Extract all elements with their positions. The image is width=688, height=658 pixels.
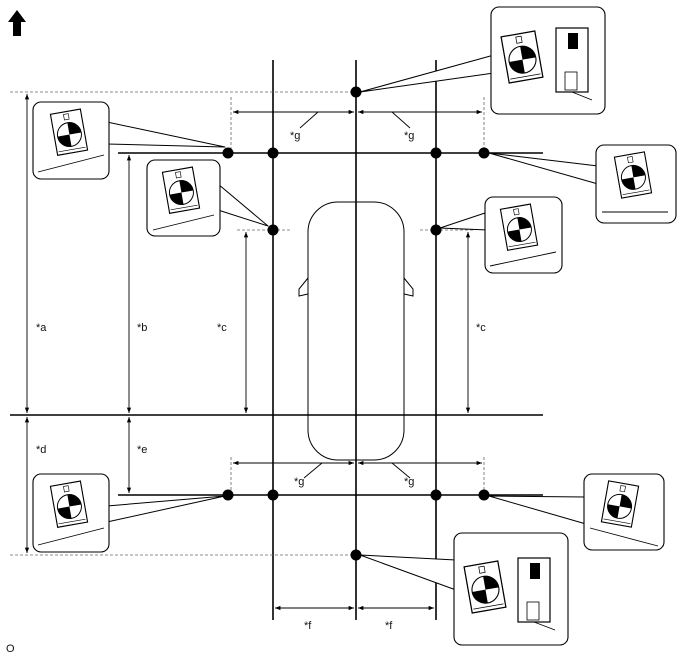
dot-rear-center bbox=[350, 549, 362, 561]
calibration-target-icon bbox=[463, 560, 507, 614]
calibration-target-icon bbox=[49, 108, 89, 156]
callout-target-front bbox=[359, 6, 606, 115]
calibration-target-icon bbox=[161, 166, 201, 214]
callout-target-top-right bbox=[488, 144, 677, 224]
calibration-target-icon bbox=[499, 203, 539, 251]
reflector-board-icon bbox=[555, 27, 593, 101]
dot-rear-outer-right bbox=[478, 489, 490, 501]
dot-front-inner-right bbox=[430, 147, 442, 159]
label-d: *d bbox=[36, 444, 46, 456]
dot-front-outer-left bbox=[222, 147, 234, 159]
callout-target-inner-left bbox=[146, 159, 269, 237]
label-f-left: *f bbox=[304, 620, 312, 632]
callout-target-bottom-right bbox=[488, 473, 665, 551]
calibration-target-icon bbox=[500, 30, 544, 84]
arrow-up-icon bbox=[8, 10, 26, 36]
target-position-dots bbox=[222, 86, 490, 561]
dot-front-outer-right bbox=[478, 147, 490, 159]
dot-rear-outer-left bbox=[222, 489, 234, 501]
dot-front-inner-left bbox=[267, 147, 279, 159]
dot-rear-inner-right bbox=[430, 489, 442, 501]
calibration-target-icon bbox=[600, 480, 640, 528]
label-e: *e bbox=[137, 444, 147, 456]
label-c-left: *c bbox=[217, 322, 227, 334]
label-g-bottom-left: *g bbox=[294, 476, 304, 488]
dimension-lines bbox=[24, 94, 482, 611]
calibration-target-icon bbox=[613, 151, 653, 199]
callout-target-inner-right bbox=[439, 196, 563, 274]
label-g-top-left: *g bbox=[290, 130, 300, 142]
label-b: *b bbox=[137, 322, 147, 334]
label-c-right: *c bbox=[476, 322, 486, 334]
callout-target-top-left bbox=[32, 101, 226, 180]
reflector-board-icon bbox=[517, 557, 556, 631]
label-g-top-right: *g bbox=[404, 130, 414, 142]
dot-front-center bbox=[350, 86, 362, 98]
label-a: *a bbox=[36, 322, 47, 334]
label-g-bottom-right: *g bbox=[404, 476, 414, 488]
callout-target-rear bbox=[359, 532, 569, 646]
calibration-target-icon bbox=[49, 480, 89, 528]
vehicle-outline bbox=[298, 201, 414, 461]
dot-mid-right bbox=[430, 224, 442, 236]
dashed-guides bbox=[10, 91, 485, 556]
label-f-right: *f bbox=[385, 620, 393, 632]
callout-target-bottom-left bbox=[32, 473, 226, 553]
dot-mid-left bbox=[267, 224, 279, 236]
dot-rear-inner-left bbox=[267, 489, 279, 501]
corner-code: O bbox=[6, 643, 15, 655]
